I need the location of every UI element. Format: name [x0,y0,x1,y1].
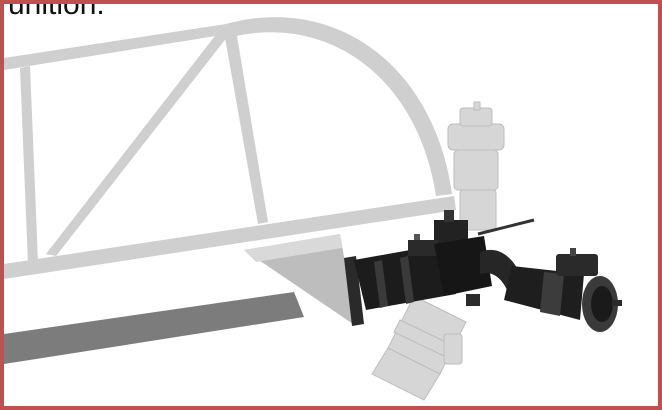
mechanism-illustration [4,17,622,401]
quarter-arc [226,17,452,196]
main-assembly [344,210,622,332]
ghost-assembly-upper [447,101,505,231]
clipped-caption-text: unition. [8,0,105,21]
lower-rail [4,292,304,364]
truss-frame [4,24,456,279]
ghost-assembly-lower [371,295,467,401]
